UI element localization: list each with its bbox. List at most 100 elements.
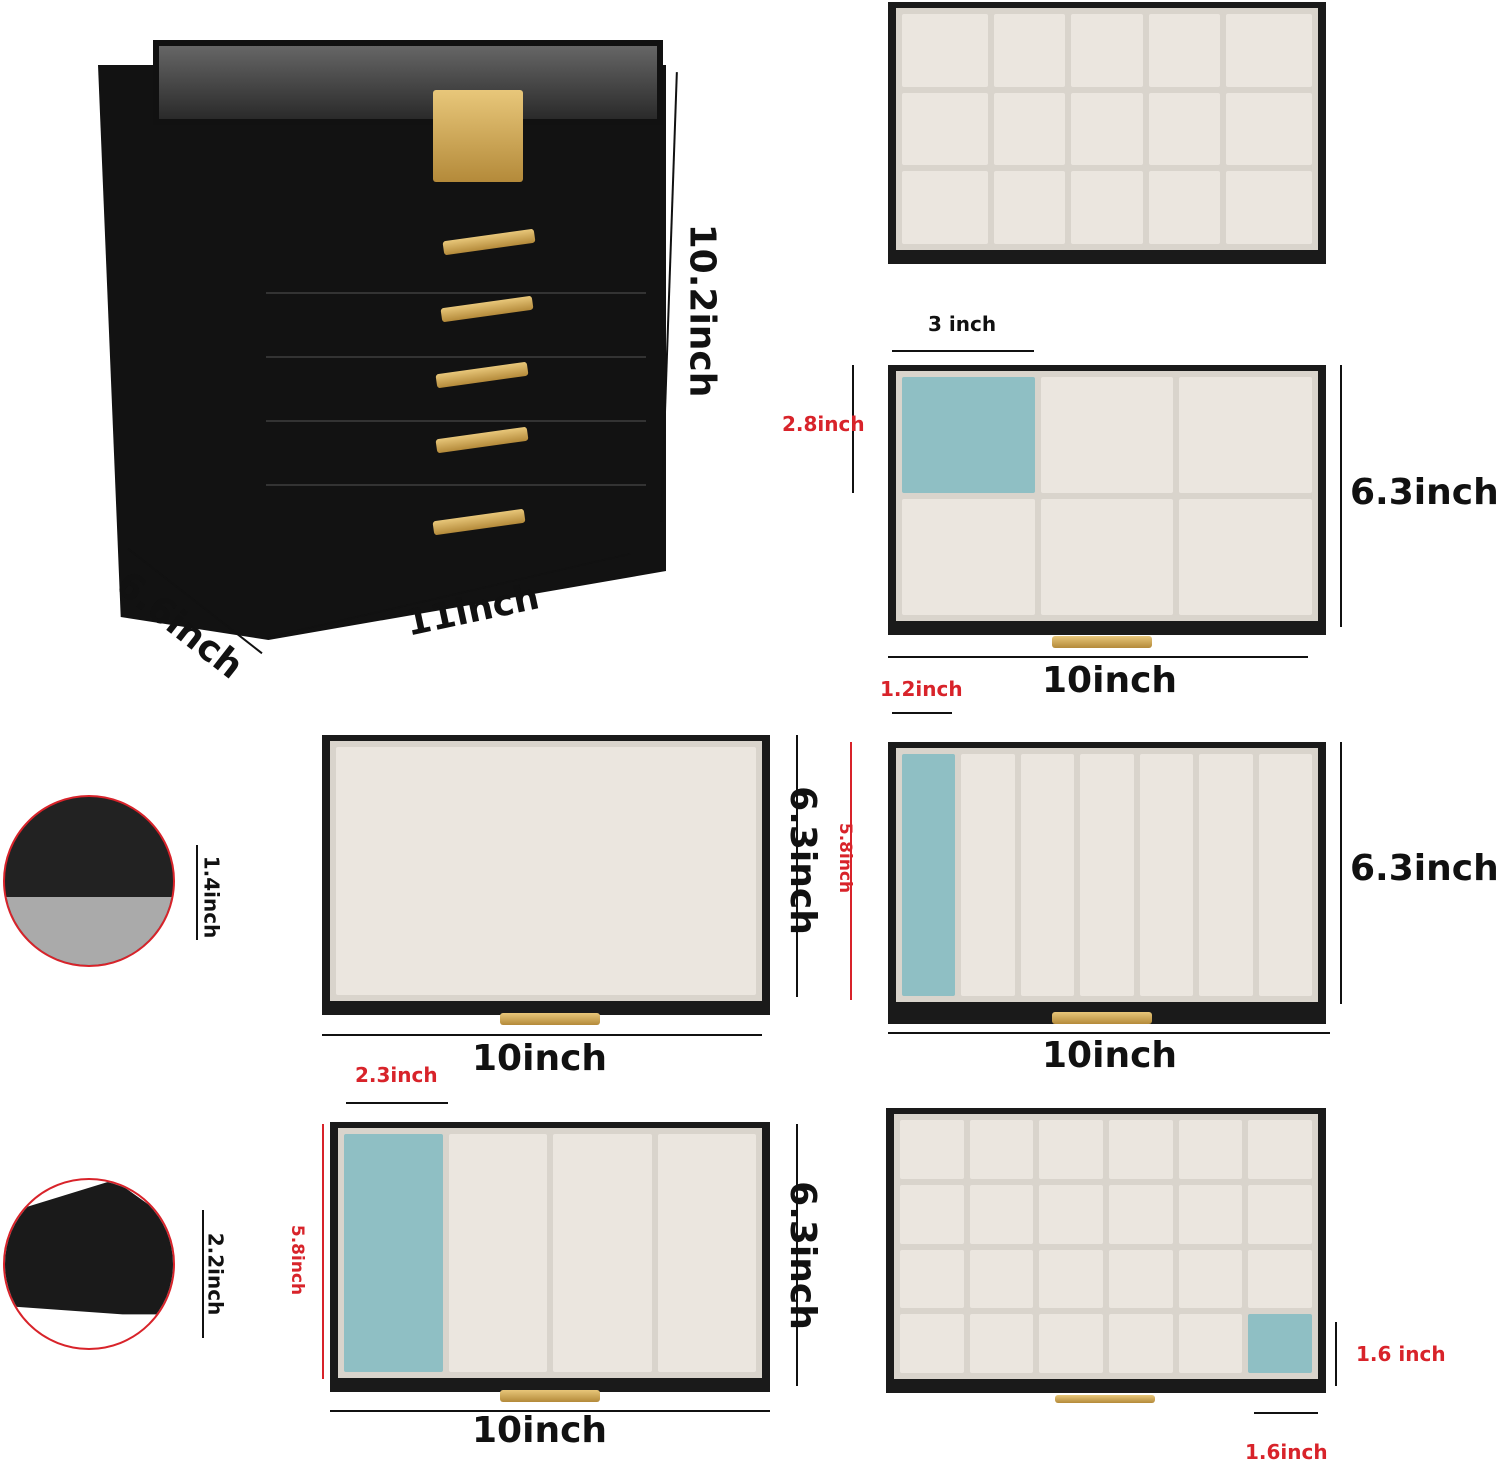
compartment: [1040, 377, 1174, 493]
compartment: [448, 1134, 547, 1372]
compartment: [657, 1134, 756, 1372]
compartment: [902, 92, 988, 166]
compartment: [969, 1120, 1034, 1179]
compartment: [1020, 754, 1075, 996]
necklace-tray-width: 10inch: [1042, 1035, 1178, 1076]
glasses-tray: [330, 1122, 770, 1392]
glasses-tray-width: 10inch: [472, 1410, 608, 1451]
dim-line: [322, 1124, 324, 1379]
compartment: [1071, 171, 1143, 244]
compartment: [1148, 171, 1221, 244]
compartment: [1226, 171, 1312, 244]
jewelry-box: [98, 40, 668, 640]
glasses-compartment-height: 5.8inch: [287, 1224, 308, 1296]
compartment: [1199, 754, 1253, 996]
compartment: [969, 1184, 1034, 1244]
compartment: [1109, 1249, 1173, 1309]
tray-height-label: 2.2inch: [203, 1232, 228, 1316]
compartment: [900, 1120, 964, 1179]
dim-line: [1335, 1322, 1337, 1386]
bracelet-compartment-height: 2.8inch: [782, 412, 865, 436]
tray-handle: [1052, 1012, 1152, 1024]
dim-line: [888, 656, 1308, 658]
glass-lid: [153, 40, 663, 125]
compartment: [1080, 754, 1134, 996]
earring-compartment-height: 1.6 inch: [1356, 1342, 1446, 1366]
box-height-label: 10.2inch: [681, 223, 723, 398]
compartment: [553, 1134, 652, 1372]
compartment: [1071, 14, 1143, 87]
tray-handle: [1052, 636, 1152, 648]
necklace-tray-depth: 6.3inch: [1350, 848, 1499, 889]
compartment: [993, 14, 1066, 87]
earring-tray: [886, 1108, 1326, 1393]
compartment: [1248, 1184, 1312, 1244]
compartment: [1248, 1249, 1312, 1309]
dim-line: [1340, 742, 1342, 1004]
tray-handle: [500, 1390, 600, 1402]
open-tray: [322, 735, 770, 1015]
drawer-height-detail-circle: [3, 795, 175, 967]
compartment: [1109, 1314, 1173, 1373]
compartment: [1248, 1314, 1312, 1373]
compartment: [1178, 1184, 1243, 1244]
bracelet-compartment-width: 3 inch: [928, 312, 997, 336]
bracelet-tray-width: 10inch: [1042, 660, 1178, 701]
compartment: [902, 499, 1035, 615]
tray-handle: [500, 1013, 600, 1025]
compartment: [1226, 14, 1312, 87]
compartment: [1039, 1249, 1103, 1309]
open-tray-depth: 6.3inch: [781, 786, 823, 935]
compartment: [993, 92, 1066, 166]
dim-line: [202, 1210, 204, 1338]
drawer-fronts: [266, 230, 646, 560]
compartment: [902, 171, 988, 244]
compartment: [1179, 499, 1312, 615]
compartment: [969, 1249, 1034, 1309]
glasses-compartment-width: 2.3inch: [355, 1063, 438, 1087]
compartment: [1148, 14, 1221, 87]
dim-line: [1254, 1412, 1318, 1414]
compartment: [1109, 1184, 1173, 1244]
dim-line: [888, 1032, 1330, 1034]
compartment: [1039, 1120, 1103, 1179]
dim-line: [346, 1102, 448, 1104]
earring-compartment-width: 1.6inch: [1245, 1440, 1328, 1464]
necklace-compartment-height: 5.8inch: [835, 822, 856, 894]
necklace-tray: [888, 742, 1326, 1024]
drawer-height-label: 1.4inch: [199, 855, 224, 939]
compartment: [900, 1184, 964, 1244]
compartment: [1039, 1184, 1103, 1244]
compartment: [1179, 377, 1312, 493]
dim-line: [892, 712, 952, 714]
tray-height-detail-circle: [3, 1178, 175, 1350]
dim-line: [796, 1124, 798, 1386]
ring-tray: [888, 2, 1326, 264]
bracelet-tray-depth: 6.3inch: [1350, 472, 1499, 513]
dim-line: [850, 742, 852, 1000]
box-body: [98, 65, 666, 640]
compartment: [1178, 1314, 1243, 1373]
compartment: [1039, 1314, 1103, 1373]
compartment: [969, 1314, 1034, 1373]
lid-clasp: [433, 90, 523, 182]
compartment: [1226, 92, 1312, 166]
dim-line: [852, 365, 854, 493]
compartment: [1258, 754, 1312, 996]
compartment: [1178, 1249, 1243, 1309]
glasses-tray-depth: 6.3inch: [781, 1181, 823, 1330]
compartment: [902, 14, 988, 87]
compartment: [1071, 92, 1143, 166]
necklace-compartment-width: 1.2inch: [880, 677, 963, 701]
tray-handle: [1055, 1395, 1155, 1403]
compartment: [902, 377, 1035, 493]
compartment: [1109, 1120, 1173, 1179]
compartment: [336, 747, 756, 995]
dim-line: [196, 845, 198, 940]
compartment: [1139, 754, 1194, 996]
compartment: [1178, 1120, 1243, 1179]
compartment: [900, 1314, 964, 1373]
compartment: [961, 754, 1015, 996]
dim-line: [322, 1034, 762, 1036]
